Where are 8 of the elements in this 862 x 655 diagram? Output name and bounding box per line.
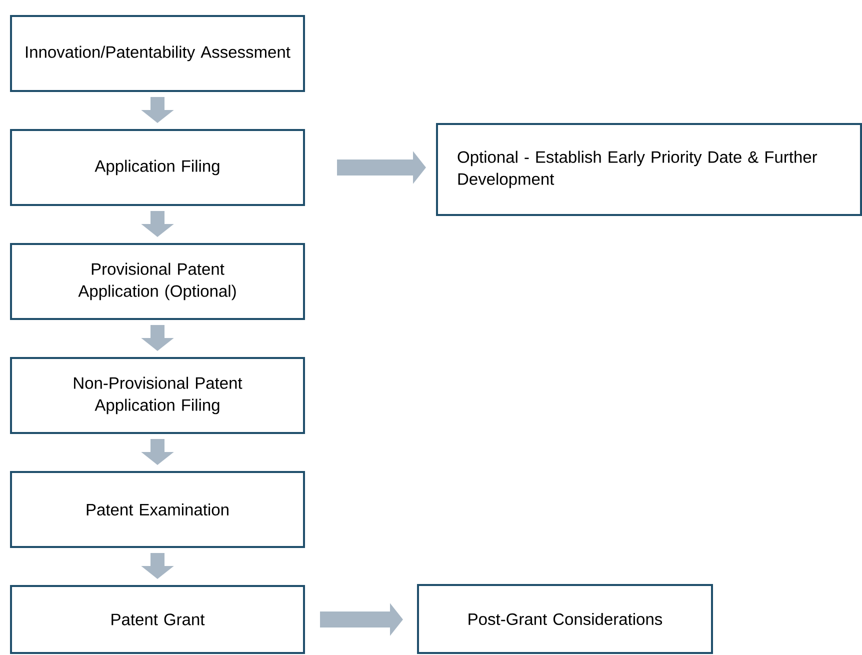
process-box: Innovation/Patentability Assessment bbox=[10, 15, 305, 92]
process-box: Patent Examination bbox=[10, 471, 305, 548]
process-box: Post-Grant Considerations bbox=[417, 584, 713, 654]
process-box: Provisional Patent Application (Optional) bbox=[10, 243, 305, 320]
process-box: Non-Provisional Patent Application Filing bbox=[10, 357, 305, 434]
process-box: Optional - Establish Early Priority Date & Further Development bbox=[436, 123, 862, 216]
process-box: Patent Grant bbox=[10, 585, 305, 654]
process-box: Application Filing bbox=[10, 129, 305, 206]
